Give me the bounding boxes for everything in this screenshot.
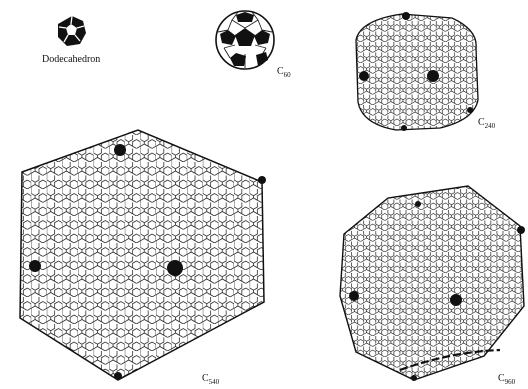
c960-pentagon xyxy=(349,291,359,301)
c960-pentagon xyxy=(517,226,525,234)
c240-pentagon xyxy=(467,107,473,113)
c540-pentagon xyxy=(114,144,126,156)
c960-pentagon xyxy=(415,201,421,207)
c240-pentagon xyxy=(402,12,410,20)
c240-figure xyxy=(340,0,490,140)
c540-pentagon xyxy=(258,176,266,184)
c60-figure xyxy=(216,11,274,69)
c540-pentagon xyxy=(114,372,122,380)
dodecahedron-label: Dodecahedron xyxy=(42,55,100,65)
c240-pentagon xyxy=(427,70,439,82)
c60-label: C60 xyxy=(277,67,291,79)
c540-pentagon xyxy=(29,260,41,272)
c960-pentagon xyxy=(450,294,462,306)
c240-pentagon xyxy=(401,125,407,131)
c960-figure xyxy=(330,180,528,385)
dodecahedron-figure xyxy=(58,16,86,46)
c540-label: C540 xyxy=(202,374,219,386)
c960-pentagon xyxy=(411,375,417,381)
c960-label: C960 xyxy=(498,374,515,386)
c240-label: C240 xyxy=(478,118,495,130)
c240-pentagon xyxy=(359,71,369,81)
c540-figure xyxy=(10,120,270,389)
c540-pentagon xyxy=(167,260,183,276)
